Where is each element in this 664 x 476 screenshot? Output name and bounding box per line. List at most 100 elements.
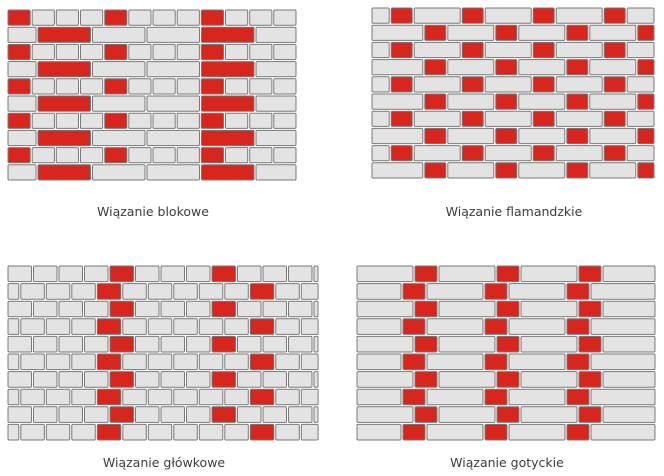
grey-brick — [447, 162, 495, 179]
grey-brick — [288, 371, 313, 388]
grey-brick — [7, 353, 20, 371]
grey-brick — [84, 335, 109, 353]
grey-brick — [626, 76, 655, 93]
header-bond-pattern — [7, 265, 320, 442]
red-brick — [201, 129, 255, 147]
grey-brick — [20, 353, 45, 371]
red-brick — [402, 423, 426, 441]
header-bond-caption: Wiązanie główkowe — [102, 455, 226, 470]
red-brick — [637, 59, 655, 76]
grey-brick — [237, 406, 262, 423]
grey-brick — [146, 129, 200, 147]
red-brick — [200, 112, 225, 129]
grey-brick — [273, 43, 297, 61]
red-brick — [37, 129, 91, 147]
red-brick — [390, 145, 413, 162]
red-brick — [96, 353, 122, 371]
grey-brick — [275, 283, 300, 300]
grey-brick — [249, 112, 273, 129]
grey-brick — [71, 318, 96, 335]
grey-brick — [518, 24, 566, 41]
grey-brick — [426, 353, 484, 371]
grey-brick — [602, 406, 656, 423]
grey-brick — [300, 283, 319, 300]
grey-brick — [313, 406, 319, 423]
grey-brick — [80, 147, 104, 164]
grey-brick — [198, 388, 224, 406]
red-brick — [424, 93, 447, 110]
red-brick — [96, 423, 122, 441]
grey-brick — [58, 265, 83, 283]
grey-brick — [313, 265, 319, 283]
grey-brick — [7, 129, 37, 147]
grey-brick — [288, 406, 313, 423]
red-brick — [201, 61, 255, 78]
grey-brick — [176, 9, 200, 26]
grey-brick — [160, 371, 185, 388]
red-brick — [201, 164, 255, 181]
grey-brick — [31, 112, 55, 129]
grey-brick — [371, 7, 390, 24]
red-brick — [104, 43, 128, 61]
grey-brick — [7, 26, 37, 43]
red-brick — [566, 93, 589, 110]
grey-brick — [224, 283, 249, 300]
grey-brick — [438, 265, 496, 283]
grey-brick — [224, 423, 249, 441]
grey-brick — [356, 283, 402, 300]
red-brick — [211, 265, 236, 283]
grey-brick — [176, 147, 200, 164]
red-brick — [390, 41, 413, 59]
red-brick — [461, 41, 484, 59]
grey-brick — [160, 406, 185, 423]
red-brick — [566, 162, 589, 179]
grey-brick — [92, 61, 146, 78]
grey-brick — [356, 353, 402, 371]
grey-brick — [135, 335, 160, 353]
red-brick — [461, 145, 484, 162]
grey-brick — [288, 265, 313, 283]
grey-brick — [147, 283, 173, 300]
grey-brick — [20, 388, 45, 406]
grey-brick — [33, 300, 58, 318]
grey-brick — [484, 7, 532, 24]
red-brick — [37, 26, 91, 43]
grey-brick — [7, 371, 32, 388]
grey-brick — [590, 318, 656, 335]
grey-brick — [447, 93, 495, 110]
red-brick — [603, 76, 626, 93]
grey-brick — [275, 318, 300, 335]
grey-brick — [589, 59, 637, 76]
grey-brick — [262, 406, 287, 423]
red-brick — [461, 76, 484, 93]
grey-brick — [602, 300, 656, 318]
grey-brick — [520, 406, 578, 423]
red-brick — [37, 95, 91, 112]
grey-brick — [555, 145, 603, 162]
grey-brick — [55, 78, 79, 95]
grey-brick — [71, 423, 96, 441]
red-brick — [603, 41, 626, 59]
grey-brick — [602, 371, 656, 388]
grey-brick — [273, 147, 297, 164]
grey-brick — [300, 423, 319, 441]
red-brick — [7, 9, 31, 26]
grey-brick — [55, 43, 79, 61]
grey-brick — [20, 283, 45, 300]
grey-brick — [602, 265, 656, 283]
grey-brick — [438, 335, 496, 353]
red-brick — [249, 388, 275, 406]
red-brick — [249, 283, 275, 300]
grey-brick — [84, 406, 109, 423]
grey-brick — [590, 283, 656, 300]
red-brick — [566, 59, 589, 76]
red-brick — [603, 7, 626, 24]
red-brick — [211, 371, 236, 388]
red-brick — [637, 93, 655, 110]
red-brick — [390, 76, 413, 93]
grey-brick — [7, 423, 20, 441]
grey-brick — [589, 127, 637, 145]
grey-brick — [313, 371, 319, 388]
grey-brick — [508, 353, 566, 371]
grey-brick — [146, 164, 200, 181]
